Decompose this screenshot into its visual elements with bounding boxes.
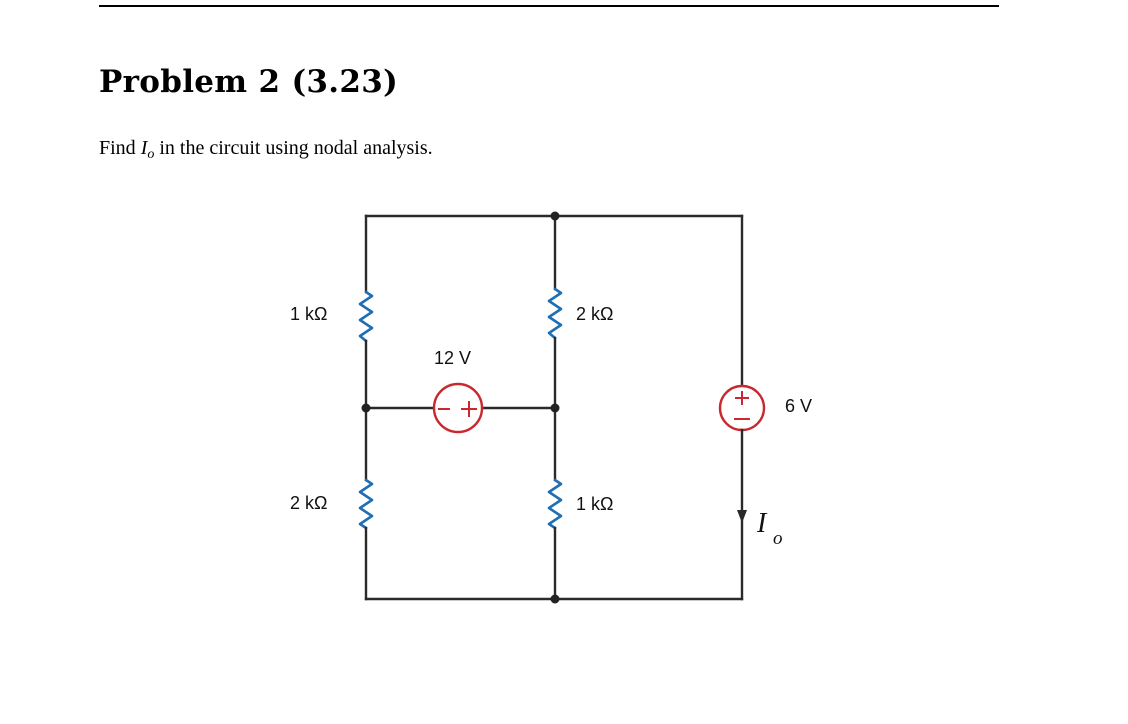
label-source-6v: 6 V	[785, 396, 812, 416]
label-r-bottom-mid: 1 kΩ	[576, 494, 613, 514]
label-r-top-mid: 2 kΩ	[576, 304, 613, 324]
resistor-top-left	[358, 290, 374, 343]
node-left-mid	[361, 403, 371, 413]
node-center	[550, 403, 560, 413]
problem-statement: Find Io in the circuit using nodal analy…	[99, 137, 433, 162]
label-current-subscript: o	[773, 528, 783, 549]
statement-before: Find	[99, 137, 141, 159]
statement-current-letter: I	[140, 137, 148, 159]
label-source-12v: 12 V	[434, 348, 471, 368]
source-12v	[432, 382, 484, 434]
statement-current-symbol: Io	[140, 137, 155, 162]
label-current: I	[756, 508, 768, 539]
label-r-top-left: 1 kΩ	[290, 304, 327, 324]
problem-heading: Problem 2 (3.23)	[99, 64, 399, 100]
resistor-bottom-mid	[547, 478, 563, 530]
top-rule	[99, 5, 999, 7]
statement-after: in the circuit using nodal analysis.	[154, 137, 433, 159]
node-top-mid	[550, 211, 560, 221]
statement-current-subscript: o	[147, 147, 155, 162]
node-bottom-mid	[550, 594, 560, 604]
resistor-top-mid	[547, 287, 563, 340]
label-r-bottom-left: 2 kΩ	[290, 493, 327, 513]
resistor-bottom-left	[358, 478, 374, 530]
current-arrow-icon	[737, 510, 747, 523]
